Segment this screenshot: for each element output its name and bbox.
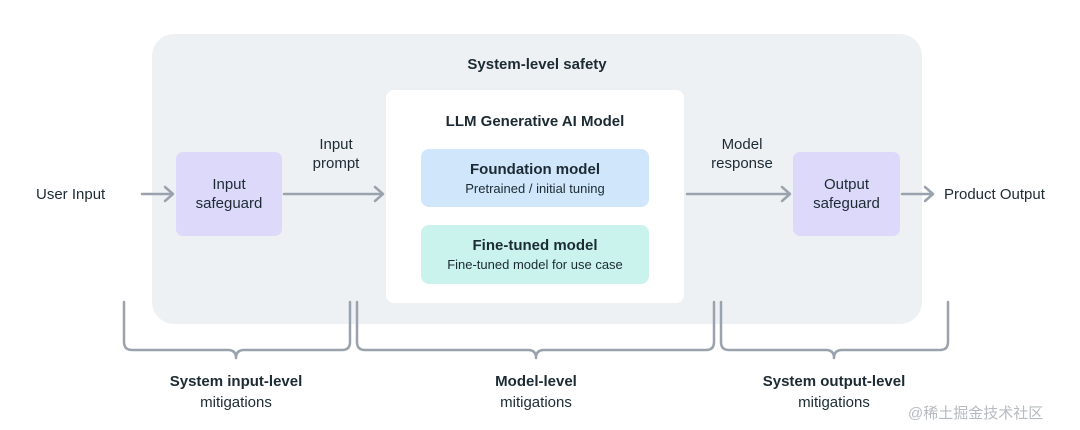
foundation-model-subtitle: Pretrained / initial tuning	[465, 180, 605, 196]
input-level-mitigations: System input-level mitigations	[140, 371, 332, 413]
finetuned-model-box: Fine-tuned model Fine-tuned model for us…	[421, 225, 649, 284]
output-level-mitigations: System output-level mitigations	[738, 371, 930, 413]
brace-model-level	[355, 300, 716, 360]
model-level-subtitle: mitigations	[500, 394, 572, 411]
input-level-subtitle: mitigations	[200, 394, 272, 411]
arrow-user-to-input-safeguard	[140, 185, 175, 203]
llm-model-title: LLM Generative AI Model	[445, 113, 625, 130]
output-safeguard-box: Output safeguard	[793, 152, 900, 236]
finetuned-model-subtitle: Fine-tuned model for use case	[447, 257, 623, 272]
input-level-title: System input-level	[169, 373, 303, 390]
model-level-title: Model-level	[495, 373, 577, 390]
brace-output-level	[719, 300, 950, 360]
foundation-model-box: Foundation model Pretrained / initial tu…	[421, 149, 649, 207]
arrow-output-safeguard-to-product	[900, 185, 935, 203]
product-output-label: Product Output	[944, 186, 1045, 203]
model-level-mitigations: Model-level mitigations	[436, 371, 636, 413]
arrow-input-safeguard-to-model	[282, 185, 385, 203]
input-prompt-label: Input prompt	[312, 136, 360, 172]
system-level-title: System-level safety	[467, 56, 607, 73]
model-response-label: Model response	[711, 136, 773, 172]
brace-input-level	[122, 300, 352, 360]
user-input-label: User Input	[36, 186, 106, 203]
output-level-title: System output-level	[762, 373, 906, 390]
foundation-model-title: Foundation model	[470, 160, 600, 178]
input-safeguard-box: Input safeguard	[176, 152, 282, 236]
output-level-subtitle: mitigations	[798, 394, 870, 411]
finetuned-model-title: Fine-tuned model	[472, 237, 598, 254]
watermark: @稀土掘金技术社区	[908, 405, 1044, 422]
arrow-model-to-output-safeguard	[685, 185, 792, 203]
